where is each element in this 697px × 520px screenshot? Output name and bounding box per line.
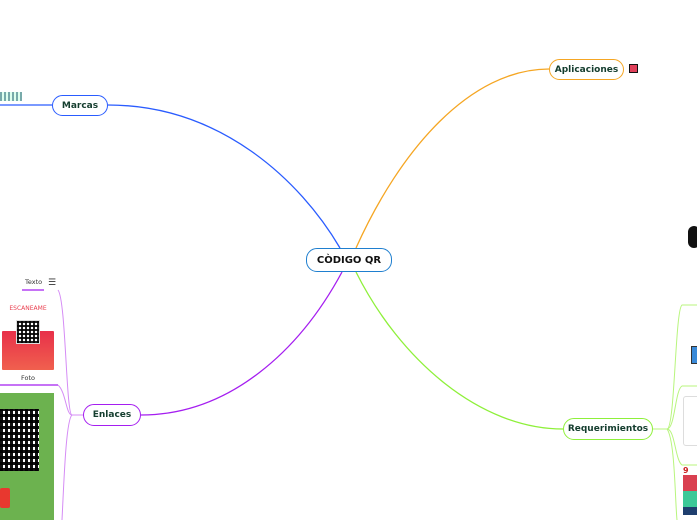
central-node[interactable]: CÒDIGO QR [306,248,392,272]
black-shape [688,226,697,248]
stop-icon[interactable] [629,64,638,73]
qr-photo [0,393,54,520]
link-enlaces [140,271,343,416]
poster-title: ESCANEAME [9,305,47,312]
link-requerimientos [355,271,564,430]
node-enlaces[interactable]: Enlaces [83,404,141,426]
node-marcas[interactable]: Marcas [52,95,108,116]
requerimientos-subbranches [653,304,697,520]
node-requerimientos[interactable]: Requerimientos [563,418,653,440]
texto-label[interactable]: Texto [25,278,43,286]
link-marcas [107,104,341,249]
enlaces-subbranches [57,289,83,520]
qr-thumbnails [0,92,22,101]
foto-label[interactable]: Foto [21,374,36,382]
poster-image: ESCANEAME [2,302,54,370]
menu-icon[interactable]: ☰ [48,278,57,288]
node-aplicaciones[interactable]: Aplicaciones [549,59,624,80]
link-aplicaciones [355,68,550,249]
device-image [691,346,697,364]
card-image [683,396,697,446]
infographic-image: 9 [683,466,697,520]
